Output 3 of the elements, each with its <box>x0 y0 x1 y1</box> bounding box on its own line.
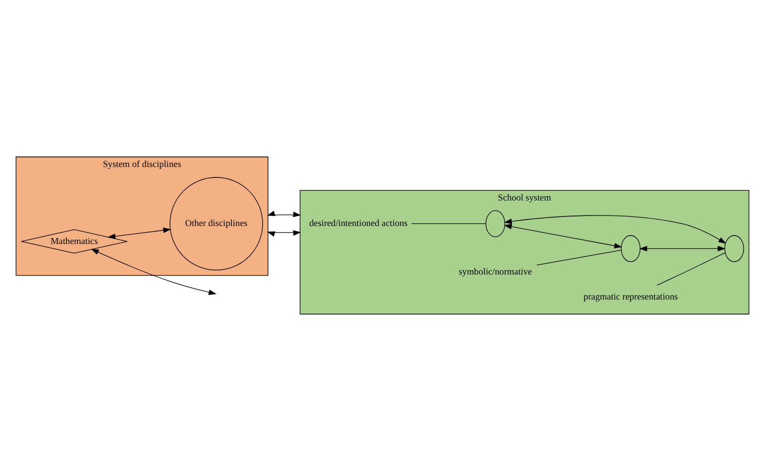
node-text: pragmatic representations <box>584 291 678 302</box>
node-text: desired/intentioned actions <box>309 218 408 228</box>
node-text: symbolic/normative <box>458 266 532 276</box>
